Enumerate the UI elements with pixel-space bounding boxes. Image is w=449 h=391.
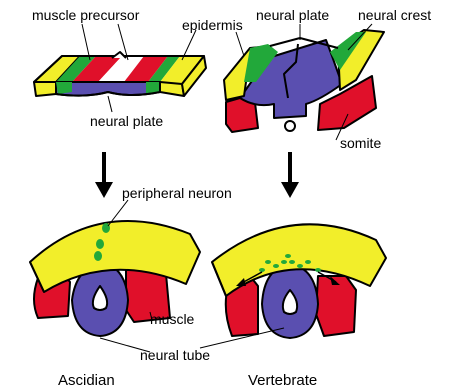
vertebrate-plate-stage [224, 30, 384, 132]
crest-cell [273, 264, 279, 268]
crest-cell [281, 260, 287, 264]
label-epidermis: epidermis [182, 17, 243, 33]
label-muscle-precursor: muscle precursor [32, 7, 140, 23]
leader-epidermis-right [236, 32, 244, 56]
right-arrow-head [281, 182, 299, 198]
left-slab-front-yellow-a [34, 82, 56, 96]
label-peripheral-neuron: peripheral neuron [122, 185, 232, 201]
crest-cell [289, 260, 295, 264]
left-slab-front-green-b [146, 82, 160, 93]
left-slab-front-green-a [56, 82, 72, 94]
crest-cell [259, 268, 265, 272]
crest-cell [305, 260, 311, 264]
label-neural-plate-left: neural plate [90, 113, 163, 129]
label-somite: somite [340, 135, 381, 151]
peripheral-neuron-spot-b [96, 239, 104, 249]
vertebrate-tube-stage [212, 224, 386, 338]
right-notochord [285, 121, 295, 131]
label-neural-tube: neural tube [140, 347, 210, 363]
crest-cell [285, 254, 291, 258]
crest-cell [297, 264, 303, 268]
caption-ascidian: Ascidian [58, 372, 115, 389]
left-arrow-head [95, 182, 113, 198]
leader-muscle-precursor-a [82, 24, 90, 60]
label-neural-plate-top: neural plate [256, 7, 329, 23]
caption-vertebrate: Vertebrate [248, 372, 317, 389]
left-slab-front-yellow-b [160, 82, 184, 96]
label-neural-crest: neural crest [358, 7, 431, 23]
peripheral-neuron-spot-c [94, 251, 102, 261]
leader-neural-plate-left [108, 96, 112, 112]
ascidian-plate-stage [34, 52, 206, 96]
crest-cell [265, 260, 271, 264]
label-muscle: muscle [150, 311, 195, 327]
crest-cell [315, 268, 321, 272]
